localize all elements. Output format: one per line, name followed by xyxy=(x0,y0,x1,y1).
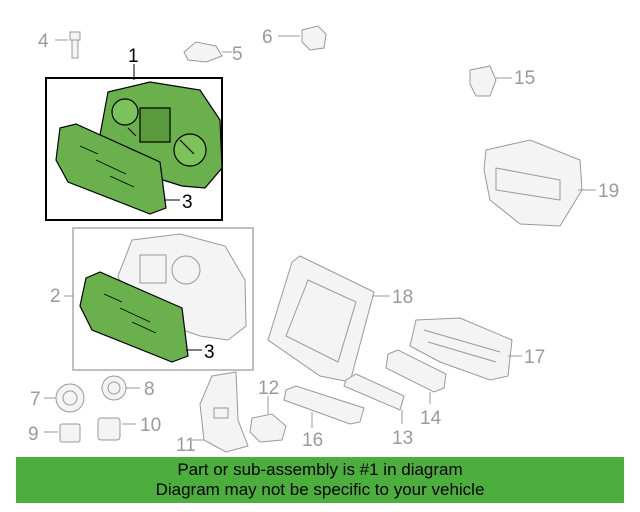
part-2-box xyxy=(72,227,254,371)
callout-14: 14 xyxy=(420,408,442,429)
part-14-switch-panel[interactable] xyxy=(385,349,447,393)
callout-13: 13 xyxy=(392,428,413,449)
callout-3-bottom: 3 xyxy=(204,342,215,363)
callout-3-top: 3 xyxy=(182,192,193,213)
part-8-knob-ring[interactable] xyxy=(101,375,127,401)
part-13-trim-strip[interactable] xyxy=(343,373,405,411)
callout-2: 2 xyxy=(50,286,61,307)
callout-18: 18 xyxy=(392,287,413,308)
part-6-nut[interactable] xyxy=(301,25,327,51)
banner-line-1: Part or sub-assembly is #1 in diagram xyxy=(177,460,463,479)
callout-9: 9 xyxy=(28,424,39,445)
part-12-switch[interactable] xyxy=(249,413,287,443)
callout-17: 17 xyxy=(524,347,545,368)
part-16-switch-strip[interactable] xyxy=(283,385,365,425)
part-9-switch[interactable] xyxy=(59,423,81,443)
callout-16: 16 xyxy=(302,430,323,451)
callout-19: 19 xyxy=(598,181,619,202)
callout-10: 10 xyxy=(140,415,161,436)
part-4-bolt[interactable] xyxy=(69,31,81,59)
callout-12: 12 xyxy=(258,378,279,399)
part-17-control-module[interactable] xyxy=(409,317,513,381)
part-1-cluster-lens[interactable] xyxy=(55,123,167,215)
banner-line-2: Diagram may not be specific to your vehi… xyxy=(155,480,485,499)
callout-6: 6 xyxy=(262,27,273,48)
part-7-knob[interactable] xyxy=(55,383,85,413)
part-10-switch[interactable] xyxy=(97,417,121,441)
callout-15: 15 xyxy=(514,68,535,89)
part-18-bezel[interactable] xyxy=(267,255,375,383)
part-11-side-trim[interactable] xyxy=(199,371,249,453)
info-banner: Part or sub-assembly is #1 in diagram Di… xyxy=(16,457,624,503)
part-15-clip[interactable] xyxy=(469,65,497,97)
part-5-clip[interactable] xyxy=(183,41,223,63)
part-2-cluster-lens[interactable] xyxy=(79,271,189,363)
callout-11: 11 xyxy=(176,435,196,456)
callout-5: 5 xyxy=(232,44,243,65)
callout-4: 4 xyxy=(38,31,49,52)
callout-7: 7 xyxy=(30,389,41,410)
part-19-bracket[interactable] xyxy=(483,139,583,227)
callout-1: 1 xyxy=(128,46,139,67)
callout-8: 8 xyxy=(144,379,155,400)
